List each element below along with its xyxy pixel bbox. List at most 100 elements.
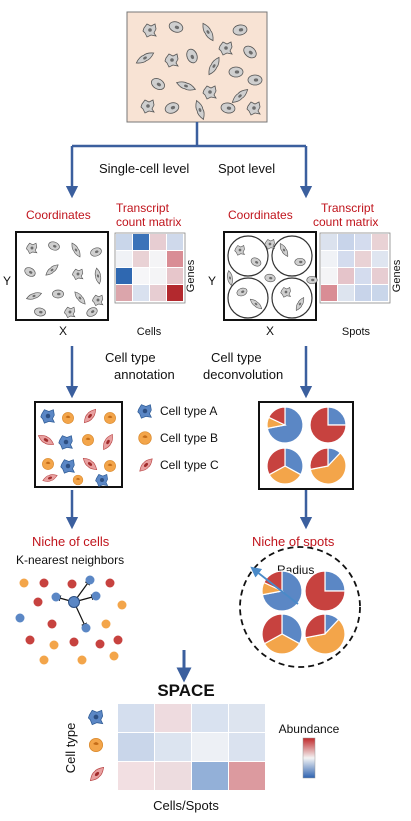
grey-cell: [264, 239, 276, 250]
left-cells-label: Cells: [137, 326, 162, 338]
knn-node: [15, 613, 25, 623]
knn-neighbor-node: [51, 592, 61, 602]
grey-cell: [202, 22, 214, 42]
knn-node: [117, 600, 127, 610]
branch-arrows: [65, 122, 313, 199]
matrix-cell: [167, 251, 183, 267]
legend-type-b: Cell type B: [160, 431, 218, 445]
grey-cell: [74, 291, 86, 305]
grey-cell: [280, 287, 292, 298]
knn-node: [69, 637, 79, 647]
grey-cell: [295, 297, 305, 311]
matrix-cell: [355, 285, 371, 301]
matrix-cell: [150, 285, 166, 301]
grey-cell: [135, 52, 155, 64]
matrix-cell: [338, 251, 354, 267]
cell-type-b-icon: [42, 458, 54, 470]
right-matrix-title-1: Transcript: [321, 201, 375, 215]
grey-cell: [142, 23, 157, 38]
cell-type-legend: Cell type A Cell type B Cell type C: [137, 404, 219, 472]
pie-slice: [309, 447, 329, 471]
legend-type-a: Cell type A: [160, 404, 217, 418]
grey-cell: [279, 243, 289, 257]
matrix-cell: [116, 268, 132, 284]
knn-node: [113, 635, 123, 645]
knn-node: [19, 578, 29, 588]
pie-slice: [263, 570, 283, 592]
matrix-cell: [116, 234, 132, 250]
cell-type-b-icon: [104, 460, 116, 472]
heatmap-cell: [155, 762, 191, 790]
matrix-cell: [167, 285, 183, 301]
spot-circle: [271, 235, 313, 277]
pie-slice: [261, 613, 283, 645]
cell-type-b-icon: [72, 474, 84, 486]
tissue-sample: [126, 11, 268, 123]
grey-cell: [243, 45, 257, 59]
deconvolution-label-2: deconvolution: [203, 367, 283, 382]
matrix-cell: [338, 268, 354, 284]
grey-cell: [90, 247, 102, 257]
grey-cell: [195, 99, 205, 121]
matrix-cell: [150, 251, 166, 267]
abundance-legend-title: Abundance: [279, 722, 340, 736]
cell-type-c-icon: [37, 435, 55, 445]
grey-cell: [45, 264, 59, 276]
grey-cell: [306, 275, 318, 285]
cell-type-c-icon: [42, 474, 58, 482]
knn-node: [47, 619, 57, 629]
single-cell-level-label: Single-cell level: [99, 161, 189, 176]
cell-type-a-icon: [95, 473, 109, 487]
grey-cell: [264, 273, 276, 283]
left-axis-x: X: [59, 324, 67, 338]
knn-node: [39, 578, 49, 588]
cell-type-c-icon: [82, 457, 98, 471]
space-x-label: Cells/Spots: [153, 798, 219, 813]
niche-of-spots-title: Niche of spots: [252, 534, 335, 549]
matrix-cell: [355, 251, 371, 267]
knn-neighbor-node: [85, 575, 95, 585]
right-spots-label: Spots: [342, 326, 371, 338]
matrix-cell: [355, 268, 371, 284]
left-coordinates-title: Coordinates: [26, 208, 91, 222]
knn-node: [67, 579, 77, 589]
cell-type-c-icon: [89, 766, 105, 782]
niche-of-cells-title: Niche of cells: [32, 534, 110, 549]
grey-cell: [72, 268, 84, 281]
matrix-cell: [355, 234, 371, 250]
matrix-cell: [321, 268, 337, 284]
matrix-cell: [116, 251, 132, 267]
grey-cell: [175, 81, 197, 91]
pie-slice: [324, 570, 346, 592]
matrix-cell: [133, 268, 149, 284]
cell-type-b-icon: [88, 737, 104, 753]
spot-circle: [227, 235, 269, 277]
grey-cell: [94, 267, 102, 285]
matrix-cell: [321, 285, 337, 301]
matrix-cell: [372, 285, 388, 301]
knn-node: [95, 639, 105, 649]
grey-cell: [164, 102, 180, 114]
spot-circle: [271, 277, 313, 319]
grey-cell: [208, 56, 220, 76]
grey-cell: [202, 85, 217, 100]
left-matrix-title-1: Transcript: [116, 201, 170, 215]
space-cell-type-icons: [87, 709, 105, 782]
matrix-cell: [116, 285, 132, 301]
grey-cell: [24, 267, 36, 277]
cell-type-c-icon: [83, 408, 97, 424]
grey-cell: [220, 102, 236, 114]
grey-cell: [52, 289, 64, 299]
cell-type-b-icon: [82, 434, 94, 446]
knn-node: [39, 655, 49, 665]
grey-cell: [249, 298, 263, 310]
pie-slice: [266, 447, 286, 476]
grey-cell: [218, 41, 233, 56]
heatmap-cell: [192, 704, 228, 732]
space-heatmap: [118, 704, 265, 790]
knn-node: [109, 651, 119, 661]
matrix-cell: [372, 268, 388, 284]
grey-cell: [232, 24, 248, 36]
knn-node: [105, 578, 115, 588]
cell-type-b-icon: [104, 412, 116, 424]
